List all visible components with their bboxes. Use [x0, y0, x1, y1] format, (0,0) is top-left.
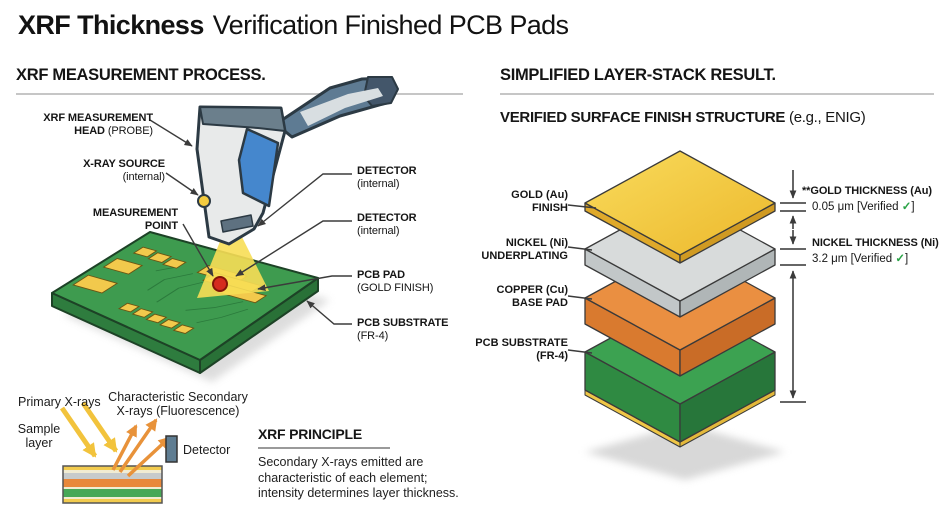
- xrf-principle-rule: [258, 447, 390, 449]
- pcb-board: [51, 231, 319, 374]
- left-header-rule: [16, 93, 463, 95]
- measurement-point-dot: [212, 276, 228, 292]
- gun-top-band: [199, 106, 286, 132]
- gun-nozzle-slot: [220, 214, 254, 233]
- leader-copper-layer: [567, 295, 593, 300]
- leader-pcb-pad: [257, 275, 352, 292]
- xrf-principle-body: Secondary X-rays emitted are characteris…: [258, 455, 459, 500]
- xrf-principle-heading: XRF PRINCIPLE: [258, 426, 362, 442]
- label-nickel-underplating: NICKEL (Ni) UNDERPLATING: [481, 237, 568, 262]
- label-xrf-measurement-head: XRF MEASUREMENT HEAD (PROBE): [43, 112, 153, 137]
- right-section-header: SIMPLIFIED LAYER-STACK RESULT.: [500, 66, 776, 84]
- nickel-thickness-annotation: NICKEL THICKNESS (Ni) 3.2 μm [Verified ✓…: [812, 237, 939, 265]
- leader-detector1: [257, 173, 352, 227]
- label-pcb-pad: PCB PAD (GOLD FINISH): [357, 269, 434, 294]
- detector-label: Detector: [183, 443, 231, 457]
- secondary-xray-arrows: [111, 418, 171, 478]
- left-section-header: XRF MEASUREMENT PROCESS.: [16, 66, 266, 84]
- label-detector-2: DETECTOR (internal): [357, 212, 417, 237]
- primary-xrays-label: Primary X-rays: [18, 395, 101, 409]
- leader-point: [182, 223, 214, 277]
- gold-verified-check-icon: ✓: [901, 201, 912, 213]
- leader-source: [165, 172, 199, 196]
- nickel-verified-check-icon: ✓: [895, 253, 905, 265]
- page-title: XRF Thickness Verification Finished PCB P…: [18, 10, 569, 41]
- dimension-arrows: [780, 170, 806, 403]
- gold-thickness-label: **GOLD THICKNESS (Au): [802, 185, 932, 197]
- gold-thickness-annotation: **GOLD THICKNESS (Au) 0.05 μm [Verified …: [802, 185, 932, 213]
- pcb-traces: [146, 266, 249, 324]
- label-detector-1: DETECTOR (internal): [357, 165, 417, 190]
- xray-source-indicator: [197, 194, 211, 208]
- leader-pcb-substrate: [306, 300, 352, 325]
- mini-detector: [165, 435, 178, 463]
- label-gold-finish: GOLD (Au) FINISH: [511, 189, 568, 214]
- right-leader-lines: [567, 204, 597, 354]
- primary-xray-arrows: [59, 401, 119, 458]
- right-header-rule: [500, 93, 934, 95]
- page-title-regular: Verification Finished PCB Pads: [212, 10, 569, 40]
- page-title-bold: XRF Thickness: [18, 10, 204, 40]
- nickel-thickness-value: 3.2 μm [Verified ✓]: [812, 253, 909, 265]
- leader-substrate-layer: [567, 349, 593, 354]
- label-xray-source: X-RAY SOURCE (internal): [83, 158, 165, 183]
- leader-head: [149, 119, 193, 147]
- leader-nickel-layer: [567, 246, 593, 251]
- gold-thickness-value: 0.05 μm [Verified ✓]: [812, 201, 915, 213]
- label-substrate-fr4: PCB SUBSTRATE (FR-4): [475, 337, 568, 362]
- stack-shadow: [585, 424, 785, 480]
- layer-gold: [584, 150, 776, 264]
- right-subheader: VERIFIED SURFACE FINISH STRUCTURE (e.g.,…: [500, 109, 866, 126]
- mini-sample-stack: [62, 465, 163, 504]
- label-copper-base-pad: COPPER (Cu) BASE PAD: [496, 284, 569, 309]
- label-measurement-point: MEASUREMENT POINT: [92, 207, 178, 232]
- nickel-thickness-label: NICKEL THICKNESS (Ni): [812, 237, 939, 249]
- left-leader-lines: [149, 119, 352, 325]
- sample-layer-label: Sample layer: [17, 422, 61, 450]
- xrf-gun: [195, 76, 399, 246]
- secondary-xrays-label: Characteristic Secondary X-rays (Fluores…: [108, 390, 248, 418]
- leader-detector2: [235, 220, 352, 277]
- leader-gold-layer: [567, 204, 597, 209]
- label-pcb-substrate: PCB SUBSTRATE (FR-4): [357, 317, 449, 342]
- gun-handle-stripe: [300, 88, 383, 126]
- gun-screen: [237, 127, 280, 208]
